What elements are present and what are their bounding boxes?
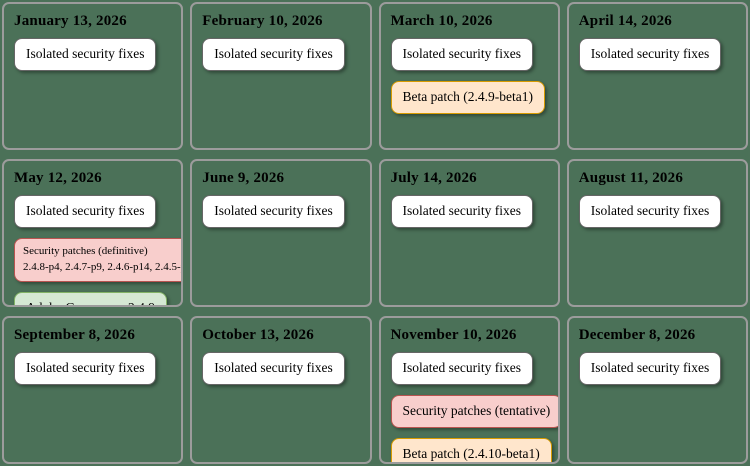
release-badge-red: Security patches (tentative) (390, 394, 558, 428)
release-badge-white: Isolated security fixes (390, 352, 533, 385)
badge-text: Security patches (definitive) (23, 244, 148, 257)
month-title: January 13, 2026 (14, 13, 127, 29)
release-badge-white: Isolated security fixes (14, 352, 157, 385)
release-badge-white: Isolated security fixes (578, 352, 722, 385)
month-title: May 12, 2026 (14, 170, 102, 186)
month-title: October 13, 2026 (202, 327, 314, 343)
release-badge-red: Security patches (definitive) 2.4.8-p4, 2… (14, 237, 184, 282)
badge-text: Isolated security fixes (590, 360, 710, 375)
release-badge-white: Isolated security fixes (202, 38, 345, 71)
release-badge-white: Isolated security fixes (202, 352, 345, 385)
month-title: August 11, 2026 (578, 170, 684, 186)
badge-text: Isolated security fixes (590, 46, 710, 61)
release-badge-white: Isolated security fixes (390, 195, 533, 228)
badge-text: Security patches (tentative) (402, 402, 551, 418)
release-badge-white: Isolated security fixes (390, 38, 533, 71)
month-title: November 10, 2026 (390, 327, 517, 343)
badge-text: Beta patch (2.4.9-beta1) (402, 88, 533, 104)
badge-text: Isolated security fixes (402, 203, 521, 218)
month-title: July 14, 2026 (390, 170, 477, 186)
badge-text: Isolated security fixes (402, 360, 521, 375)
month-title: June 9, 2026 (202, 170, 285, 186)
badge-text: Isolated security fixes (214, 46, 333, 61)
month-title: December 8, 2026 (578, 327, 696, 343)
badge-text: Isolated security fixes (26, 46, 145, 61)
badge-text: Adobe Commerce 2.4.9 (26, 300, 155, 305)
badge-text: Isolated security fixes (26, 203, 145, 218)
badge-text: Isolated security fixes (402, 46, 521, 61)
release-badge-white: Isolated security fixes (14, 195, 157, 228)
release-badge-orange: Beta patch (2.4.10-beta1) (390, 437, 552, 462)
release-badge-white: Isolated security fixes (578, 195, 722, 228)
month-title: April 14, 2026 (578, 13, 672, 29)
month-title: March 10, 2026 (390, 13, 493, 29)
badge-text: Isolated security fixes (214, 203, 333, 218)
badge-text: Isolated security fixes (214, 360, 333, 375)
release-badge-green: Adobe Commerce 2.4.9 (14, 291, 167, 305)
release-badge-orange: Beta patch (2.4.9-beta1) (390, 80, 545, 114)
badge-text: Isolated security fixes (590, 203, 710, 218)
month-title: September 8, 2026 (14, 327, 136, 343)
badge-text: Isolated security fixes (26, 360, 145, 375)
release-badge-white: Isolated security fixes (14, 38, 157, 71)
month-title: February 10, 2026 (202, 13, 323, 29)
release-badge-white: Isolated security fixes (202, 195, 345, 228)
badge-text: 2.4.8-p4, 2.4.7-p9, 2.4.6-p14, 2.4.5-p16 (23, 260, 184, 273)
badge-text: Beta patch (2.4.10-beta1) (402, 445, 540, 461)
release-badge-white: Isolated security fixes (578, 38, 722, 71)
